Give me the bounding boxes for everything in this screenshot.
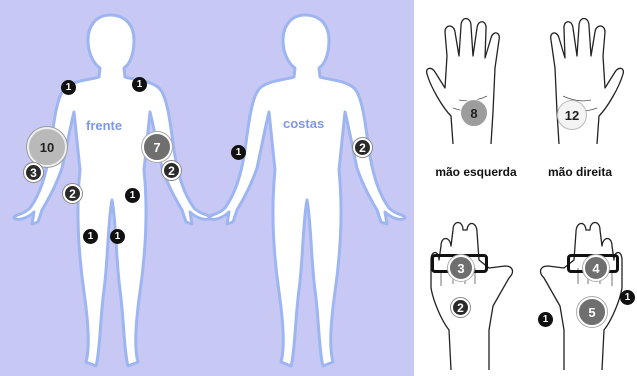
badge-front-left-wrist[interactable]: 2 <box>162 161 181 180</box>
badge-left-palm[interactable]: 8 <box>460 99 488 127</box>
right-palm-label: mão direita <box>540 164 620 181</box>
back-label: costas <box>283 116 324 131</box>
body-silhouettes <box>0 0 414 376</box>
left-palm-label: mão esquerda <box>432 164 520 181</box>
badge-front-left-forearm[interactable]: 7 <box>142 132 172 162</box>
badge-front-left-shoulder[interactable]: 1 <box>132 77 147 92</box>
badge-front-left-knee[interactable]: 1 <box>110 229 125 244</box>
front-label: frente <box>86 118 122 133</box>
badge-left-back-fingers[interactable]: 3 <box>448 255 474 281</box>
left-palm-drawing <box>423 12 523 148</box>
badge-back-left-elbow[interactable]: 1 <box>231 145 246 160</box>
badge-left-back-hand[interactable]: 2 <box>451 298 470 317</box>
badge-front-right-hip[interactable]: 2 <box>63 184 82 203</box>
front-figure <box>14 15 210 366</box>
badge-front-right-knee[interactable]: 1 <box>83 229 98 244</box>
badge-right-back-wrist[interactable]: 1 <box>620 290 635 305</box>
back-figure <box>209 15 405 366</box>
badge-front-right-shoulder[interactable]: 1 <box>61 80 76 95</box>
badge-back-right-elbow[interactable]: 2 <box>353 138 372 157</box>
body-map-panel: frente costas 1 1 10 7 3 2 2 1 1 1 1 2 <box>0 0 414 376</box>
badge-front-right-upper-arm[interactable]: 10 <box>27 127 67 167</box>
badge-front-right-wrist[interactable]: 3 <box>24 163 43 182</box>
left-back-drawing <box>423 210 523 374</box>
badge-right-back-thumb[interactable]: 1 <box>538 312 553 327</box>
right-back-drawing <box>530 210 630 374</box>
badge-right-back-fingers[interactable]: 4 <box>583 255 609 281</box>
badge-right-palm[interactable]: 12 <box>557 100 587 130</box>
badge-right-back-hand[interactable]: 5 <box>577 297 607 327</box>
badge-front-left-hip[interactable]: 1 <box>125 188 140 203</box>
